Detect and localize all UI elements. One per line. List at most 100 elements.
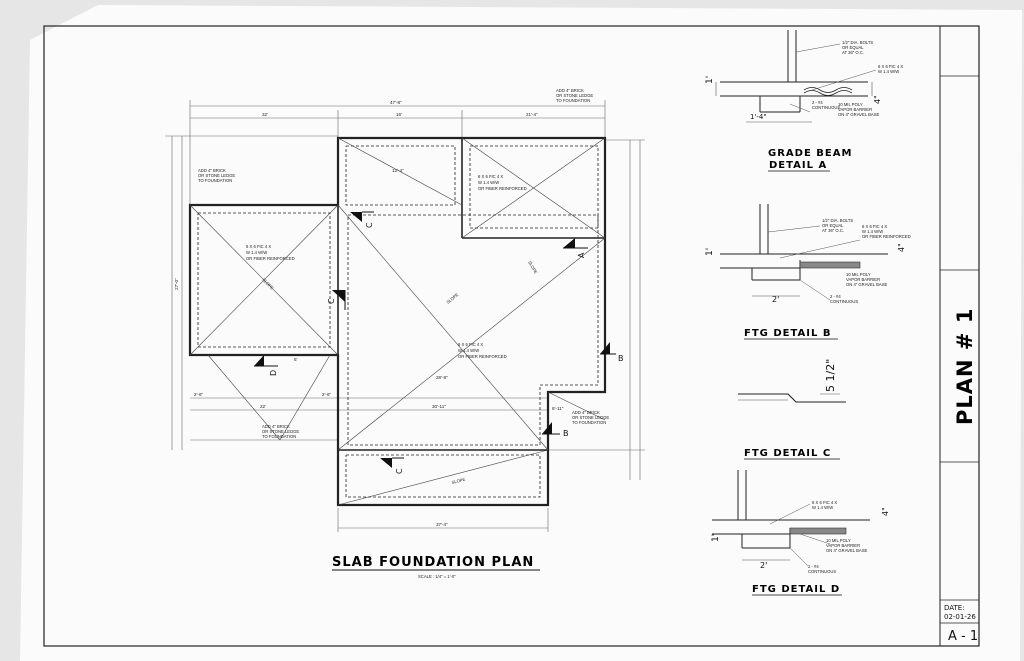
dim-right-b: 6'-11" [552,406,564,411]
detail-a-dim-left: 1' [705,76,715,84]
svg-text:C: C [327,298,336,304]
detail-a-title-1: GRADE BEAM [768,148,852,159]
section-marker-a: A [563,238,588,258]
dim-bottom-c: 2'-6" [322,392,332,397]
svg-text:6 X 6 FIC 4 X: 6 X 6 FIC 4 X [878,64,903,69]
svg-text:AT 36" O.C.: AT 36" O.C. [822,228,844,233]
dim-left-b: 5' [294,357,298,362]
svg-text:1/2" DIA. BOLTS: 1/2" DIA. BOLTS [822,218,853,223]
detail-d-notes: 6 X 6 FIC 4 X W 1.4 W/W 10 MIL POLY VAPO… [808,500,867,574]
detail-d-title: FTG DETAIL D [752,584,840,595]
svg-text:OR STONE LEDGE: OR STONE LEDGE [556,93,593,98]
dim-top-mid: 16' [396,112,402,117]
detail-a-drawing [715,30,877,123]
zone-note-3: 6 X 6 FIC 4 X W 1.4 W/W OR FIBER REINFOR… [458,342,507,359]
dimension-lines [165,100,645,532]
detail-b-dim-right: 4" [897,243,906,252]
svg-text:10 MIL POLY: 10 MIL POLY [846,272,871,277]
section-marker-c: C [350,211,374,228]
section-marker-b: B [600,342,624,363]
svg-text:B: B [618,354,624,363]
paper [20,5,1022,661]
detail-d-drawing [712,470,870,567]
plan-scale: SCALE : 1/4" = 1'-0" [418,574,456,579]
svg-text:B: B [563,429,569,438]
detail-a-dim-right: 4" [873,95,882,104]
svg-text:10 MIL POLY: 10 MIL POLY [838,102,863,107]
detail-d-dim-width: 2' [760,561,767,570]
section-marker-c: C [327,290,346,310]
zone-note-2: 6 X 6 FIC 4 X W 1.4 W/W OR FIBER REINFOR… [246,244,295,261]
svg-text:6 X 6 FIC 4 X: 6 X 6 FIC 4 X [812,500,837,505]
slope-label: SLOPE [527,260,538,275]
section-marker-c: C [380,457,404,474]
detail-d-dim-left: 1' [711,534,721,542]
svg-text:ADD 4" BRICK: ADD 4" BRICK [556,88,584,93]
svg-text:TO FOUNDATION: TO FOUNDATION [198,178,232,183]
plan-name: PLAN # 1 [953,308,977,425]
brick-note-4: ADD 4" BRICK OR STONE LEDGE TO FOUNDATIO… [572,410,609,425]
svg-text:W 1.4 W/W: W 1.4 W/W [458,348,479,353]
date-label: DATE: [944,604,965,612]
brick-note-2: ADD 4" BRICK OR STONE LEDGE TO FOUNDATIO… [556,88,593,103]
svg-text:OR FIBER REINFORCED: OR FIBER REINFORCED [862,234,911,239]
detail-c-drawing [738,393,846,403]
dim-top-left: 32' [262,112,268,117]
svg-text:6 X 6 FIC 4 X: 6 X 6 FIC 4 X [478,174,503,179]
brick-note-3: ADD 4" BRICK OR STONE LEDGE TO FOUNDATIO… [262,424,299,439]
slope-label: SLOPE [451,477,466,485]
dim-bottom-d: 37'-4" [436,522,448,527]
grade-beam-lines [197,145,599,498]
detail-b-notes: 1/2" DIA. BOLTS OR EQUAL AT 36" O.C. 6 X… [822,218,911,304]
detail-c-dim: 5 1/2" [824,359,837,392]
svg-text:W 1.4 W/W: W 1.4 W/W [478,180,499,185]
svg-text:VAPOR BARRIER: VAPOR BARRIER [826,543,860,548]
dim-mid: 28'-8" [436,375,448,380]
detail-b-dim-left: 1' [705,248,715,256]
sheet-border [43,25,980,647]
dim-porch-top: 12'-4" [392,168,404,173]
dim-left: 27'-0" [174,278,179,290]
svg-text:CONTINUOUS: CONTINUOUS [812,105,840,110]
detail-c-title: FTG DETAIL C [744,448,831,459]
detail-b-drawing [720,204,888,301]
svg-text:D: D [269,370,278,376]
svg-text:VAPOR BARRIER: VAPOR BARRIER [838,107,872,112]
svg-text:ADD 4" BRICK: ADD 4" BRICK [572,410,600,415]
svg-text:TO FOUNDATION: TO FOUNDATION [262,434,296,439]
svg-text:OR STONE LEDGE: OR STONE LEDGE [198,173,235,178]
svg-text:TO FOUNDATION: TO FOUNDATION [556,98,590,103]
dim-bottom-e: 30'-11" [432,404,446,409]
slope-diagonals [189,137,606,506]
svg-text:W 1.4 W/W: W 1.4 W/W [878,69,899,74]
section-marker-d: D [254,355,278,376]
zone-note-1: 6 X 6 FIC 4 X W 1.4 W/W OR FIBER REINFOR… [478,174,527,191]
svg-text:6 X 6 FIC 4 X: 6 X 6 FIC 4 X [458,342,483,347]
date-value: 02-01-26 [944,613,976,621]
detail-b-title: FTG DETAIL B [744,328,831,339]
svg-text:OR EQUAL: OR EQUAL [842,45,864,50]
svg-text:ON 4" GRAVEL BASE: ON 4" GRAVEL BASE [838,112,879,117]
svg-text:ADD 4" BRICK: ADD 4" BRICK [198,168,226,173]
detail-b-dim-width: 2' [772,295,779,304]
detail-d-dim-right: 4" [881,507,890,516]
detail-a-dim-width: 1'-4" [750,113,767,121]
dim-top-overall: 47'-8" [390,100,402,105]
plan-title: SLAB FOUNDATION PLAN [332,555,534,570]
svg-text:2 - #4: 2 - #4 [812,100,823,105]
svg-text:CONTINUOUS: CONTINUOUS [808,569,836,574]
svg-text:6 X 6 FIC 4 X: 6 X 6 FIC 4 X [246,244,271,249]
foundation-plan [165,100,645,532]
detail-a-notes: 1/2" DIA. BOLTS OR EQUAL AT 36" O.C. 6 X… [812,40,903,117]
svg-text:6 X 6 FIC 4 X: 6 X 6 FIC 4 X [862,224,887,229]
svg-text:ADD 4" BRICK: ADD 4" BRICK [262,424,290,429]
svg-text:OR FIBER REINFORCED: OR FIBER REINFORCED [246,256,295,261]
dim-bottom-b: 22' [260,404,266,409]
svg-text:OR STONE LEDGE: OR STONE LEDGE [262,429,299,434]
dim-bottom-a: 2'-6" [194,392,204,397]
svg-text:CONTINUOUS: CONTINUOUS [830,299,858,304]
svg-text:OR FIBER REINFORCED: OR FIBER REINFORCED [458,354,507,359]
svg-text:W 1.4 W/W: W 1.4 W/W [812,505,833,510]
svg-text:OR FIBER REINFORCED: OR FIBER REINFORCED [478,186,527,191]
